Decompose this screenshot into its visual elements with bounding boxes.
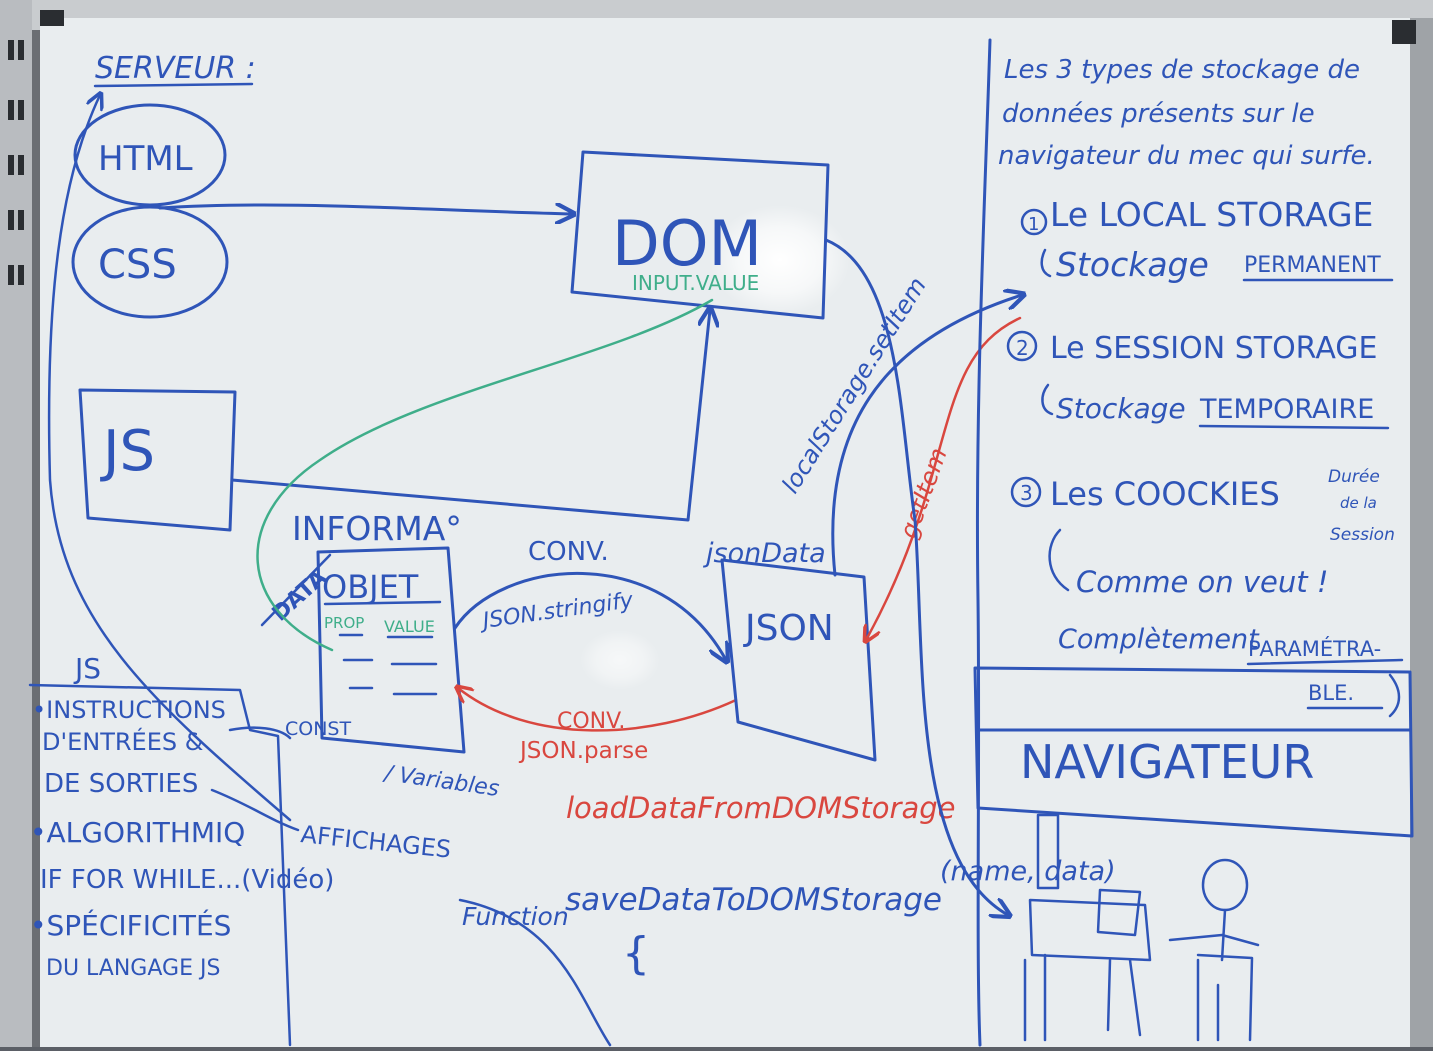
right-divider xyxy=(975,38,992,1047)
storage-1-desc: Stockage xyxy=(1056,245,1209,284)
html-bubble xyxy=(73,103,227,207)
input-value-to-objet-link xyxy=(256,298,714,652)
storage-intro-3: navigateur du mec qui surfe. xyxy=(998,141,1375,171)
storage-3-em: PARAMÉTRA- xyxy=(1248,636,1381,661)
html-label: HTML xyxy=(98,139,193,179)
storage-3-side-2: de la xyxy=(1340,494,1377,512)
js-notes-3a: •SPÉCIFICITÉS xyxy=(30,908,231,942)
json-label: JSON xyxy=(743,608,834,649)
load-function-label: loadDataFromDOMStorage xyxy=(566,791,955,825)
js-notes-1b: D'ENTRÉES & xyxy=(42,727,203,756)
css-bubble xyxy=(71,205,229,319)
conv-top-label: CONV. xyxy=(528,537,609,567)
js-notes-2b: IF FOR WHILE...(Vidéo) xyxy=(40,865,334,895)
objet-label: OBJET xyxy=(322,568,419,606)
storage-intro-1: Les 3 types de stockage de xyxy=(1004,55,1360,85)
const-label: CONST xyxy=(285,718,351,740)
storage-3-desc2: Complètement xyxy=(1058,624,1260,655)
js-notes-title: JS xyxy=(73,652,101,685)
navigateur-label: NAVIGATEUR xyxy=(1020,735,1314,789)
storage-1-num: 1 xyxy=(1028,214,1039,235)
js-label: JS xyxy=(100,419,155,484)
light-glare xyxy=(710,205,850,315)
objet-card xyxy=(316,546,466,754)
conv-bottom-label: CONV. xyxy=(557,709,625,734)
value-label: VALUE xyxy=(384,617,435,636)
storage-3-side-3: Session xyxy=(1330,525,1395,545)
storage-2-em: TEMPORAIRE xyxy=(1199,394,1374,425)
css-label: CSS xyxy=(98,242,177,288)
storage-3-title: Les COOCKIES xyxy=(1050,475,1280,513)
function-keyword: Function xyxy=(462,902,569,931)
function-brace: { xyxy=(622,928,650,979)
function-name: saveDataToDOMStorage xyxy=(565,882,942,918)
storage-2-desc: Stockage xyxy=(1056,392,1186,425)
storage-3-num: 3 xyxy=(1020,481,1033,505)
storage-intro-2: données présents sur le xyxy=(1002,99,1315,129)
dom-box xyxy=(570,150,830,320)
whiteboard-surface xyxy=(40,18,1418,1047)
js-notes-2a: •ALGORITHMIQ xyxy=(30,816,245,849)
json-box xyxy=(720,558,877,762)
dom-input-value: INPUT.VALUE xyxy=(632,271,759,295)
information-title: INFORMA° xyxy=(292,509,462,548)
js-notes-1c: DE SORTIES xyxy=(44,769,198,799)
storage-2-num: 2 xyxy=(1016,336,1029,360)
dom-label: DOM xyxy=(612,207,762,280)
storage-3-em2: BLE. xyxy=(1308,681,1354,705)
function-params: (name, data) xyxy=(940,856,1116,887)
navigateur-box xyxy=(973,666,1414,838)
server-title: SERVEUR : xyxy=(95,51,256,86)
js-notes-3b: DU LANGAGE JS xyxy=(46,956,220,981)
json-data-label: jsonData xyxy=(702,538,826,569)
parse-label: JSON.parse xyxy=(518,738,648,764)
js-notes-1a: •INSTRUCTIONS xyxy=(32,696,226,724)
storage-1-title: Le LOCAL STORAGE xyxy=(1050,195,1373,234)
user-at-computer-drawing xyxy=(1023,813,1260,1042)
js-notes-frame xyxy=(28,683,292,1047)
storage-1-em: PERMANENT xyxy=(1244,253,1381,278)
storage-2-title: Le SESSION STORAGE xyxy=(1050,331,1378,366)
prop-label: PROP xyxy=(324,614,364,632)
storage-3-desc: Comme on veut ! xyxy=(1076,565,1329,599)
js-box xyxy=(78,388,237,532)
storage-3-side-1: Durée xyxy=(1328,467,1380,487)
